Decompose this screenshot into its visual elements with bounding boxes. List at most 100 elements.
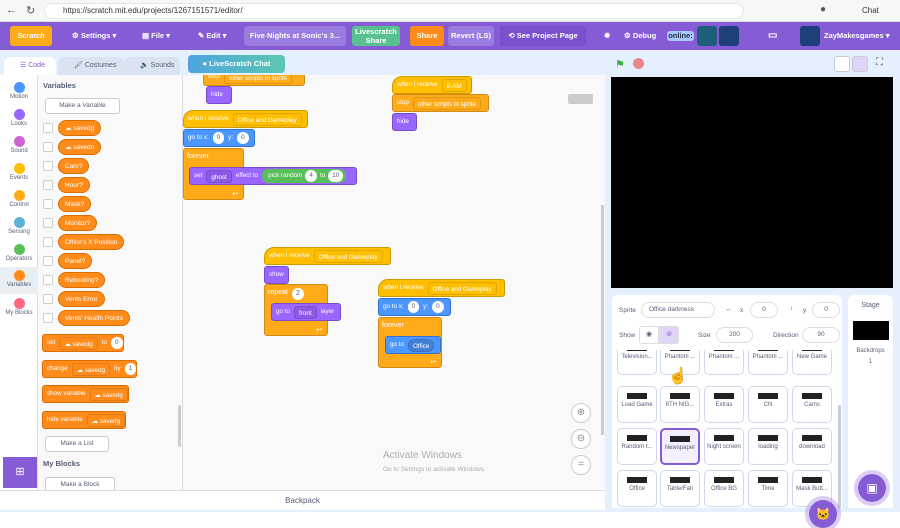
sprite-tile[interactable]: Phantom ... [704,350,744,375]
variable-checkbox[interactable] [43,199,53,209]
zoom-in-icon[interactable]: ⊕ [571,403,591,423]
variable-checkbox[interactable] [43,237,53,247]
fullscreen-icon[interactable]: ⛶ [876,57,883,68]
make-list-button[interactable]: Make a List [45,436,109,452]
sprite-tile[interactable]: Television... [617,350,657,375]
stop-dropdown[interactable]: other scripts in sprite [412,96,481,110]
variable-checkbox[interactable] [43,161,53,171]
sprite-tile[interactable]: Cams [792,386,832,423]
sprite-tile[interactable]: CN [748,386,788,423]
sprite-tile[interactable]: Office [617,470,657,507]
file-menu[interactable]: ▤ File ▾ [142,31,170,40]
category-motion[interactable]: Motion [0,79,38,106]
trash-can-icon[interactable] [568,94,593,104]
from-input[interactable]: 4 [305,170,317,182]
variable-reporter[interactable]: Panel? [58,253,93,269]
y-input[interactable]: 0 [812,302,840,318]
make-variable-button[interactable]: Make a Variable [45,98,120,114]
sprite-tile[interactable]: Office BG [704,470,744,507]
user-menu[interactable]: ZayMakesgames ▾ [824,31,890,40]
variable-reporter[interactable]: Cam? [58,158,90,174]
sprite-tile[interactable]: Night screen [704,428,744,465]
project-title-input[interactable]: Five Nights at Sonic's 3... [244,26,346,46]
tab-sounds[interactable]: 🔈 Sounds [124,57,180,75]
stage-canvas[interactable] [611,77,893,288]
show-visible-button[interactable]: ◉ [639,326,659,344]
show-variable-block[interactable]: show variable☁ savedg [42,385,129,403]
hide-block[interactable]: hide [392,113,417,131]
category-looks[interactable]: Looks [0,106,38,133]
variable-dropdown[interactable]: ☁ savedg [71,362,111,376]
variable-checkbox[interactable] [43,313,53,323]
make-block-button[interactable]: Make a Block [45,477,115,490]
address-bar[interactable]: https://scratch.mit.edu/projects/1267151… [44,3,744,19]
workspace-scrollbar[interactable] [601,205,604,435]
variable-reporter[interactable]: Office's X Position [58,234,125,250]
variable-reporter[interactable]: Rebooting? [58,272,106,288]
folder-icon[interactable]: ▭ [768,30,778,41]
theme-icon[interactable]: ✹ [604,31,611,40]
layer-dropdown[interactable]: front [294,305,317,319]
sprite-name-input[interactable]: Office darkness [641,302,715,318]
message-dropdown[interactable]: Office and Gameplay [427,281,497,295]
variable-dropdown[interactable]: ☁ savedg [86,413,126,427]
share-button[interactable]: Share [410,26,444,46]
variable-checkbox[interactable] [43,142,53,152]
direction-input[interactable]: 90 [802,327,840,343]
variable-dropdown[interactable]: ☁ savedg [59,336,98,350]
variable-reporter[interactable]: Vents Error [58,291,105,307]
user-avatar[interactable] [800,26,820,46]
sprite-tile[interactable]: download [792,428,832,465]
variable-checkbox[interactable] [43,294,53,304]
category-sound[interactable]: Sound [0,133,38,160]
choose-backdrop-button[interactable]: ▣ [858,474,886,502]
message-dropdown[interactable]: Office and Gameplay [232,112,302,126]
backdrop-thumbnail[interactable] [853,321,889,340]
show-hidden-button[interactable]: ⊘ [659,326,679,344]
revert-button[interactable]: Revert (LS) [448,26,494,46]
category-control[interactable]: Control [0,187,38,214]
normal-stage-button[interactable] [852,56,868,72]
sprite-tile[interactable]: Newspaper [660,428,700,465]
livescratch-chat-button[interactable]: ● LiveScratch Chat [188,55,285,73]
variable-checkbox[interactable] [43,123,53,133]
sprite-tile[interactable]: Random t... [617,428,657,465]
hide-block[interactable]: hide [206,86,232,104]
show-block[interactable]: show [264,266,289,284]
category-variables[interactable]: Variables [0,267,38,294]
stop-icon[interactable] [633,58,644,69]
sprite-tile[interactable]: Time [748,470,788,507]
add-extension-button[interactable]: ⊞ [3,457,37,488]
palette-scrollbar[interactable] [178,405,181,447]
sprite-tile[interactable]: Extras [704,386,744,423]
variable-checkbox[interactable] [43,180,53,190]
back-icon[interactable]: ← [6,4,17,16]
edit-menu[interactable]: ✎ Edit ▾ [198,31,227,40]
x-input[interactable]: 0 [212,132,225,144]
value-input[interactable]: 0 [111,337,123,349]
stage-panel[interactable]: Stage Backdrops 1 [848,295,893,508]
message-dropdown[interactable]: Office and Gameplay [313,249,383,263]
backpack[interactable]: Backpack [0,490,605,510]
reload-icon[interactable]: ↻ [26,5,36,17]
repeat-count-input[interactable]: 2 [292,288,304,300]
target-dropdown[interactable]: Office [408,338,435,352]
variable-reporter[interactable]: Hour? [58,177,90,193]
small-stage-button[interactable] [834,56,850,72]
hide-variable-block[interactable]: hide variable☁ savedg [42,411,127,429]
sprite-tile[interactable]: Phantom ... [660,350,700,375]
see-project-page-button[interactable]: ⟲ See Project Page [500,26,586,46]
tab-code[interactable]: ☰ Code [4,57,56,75]
